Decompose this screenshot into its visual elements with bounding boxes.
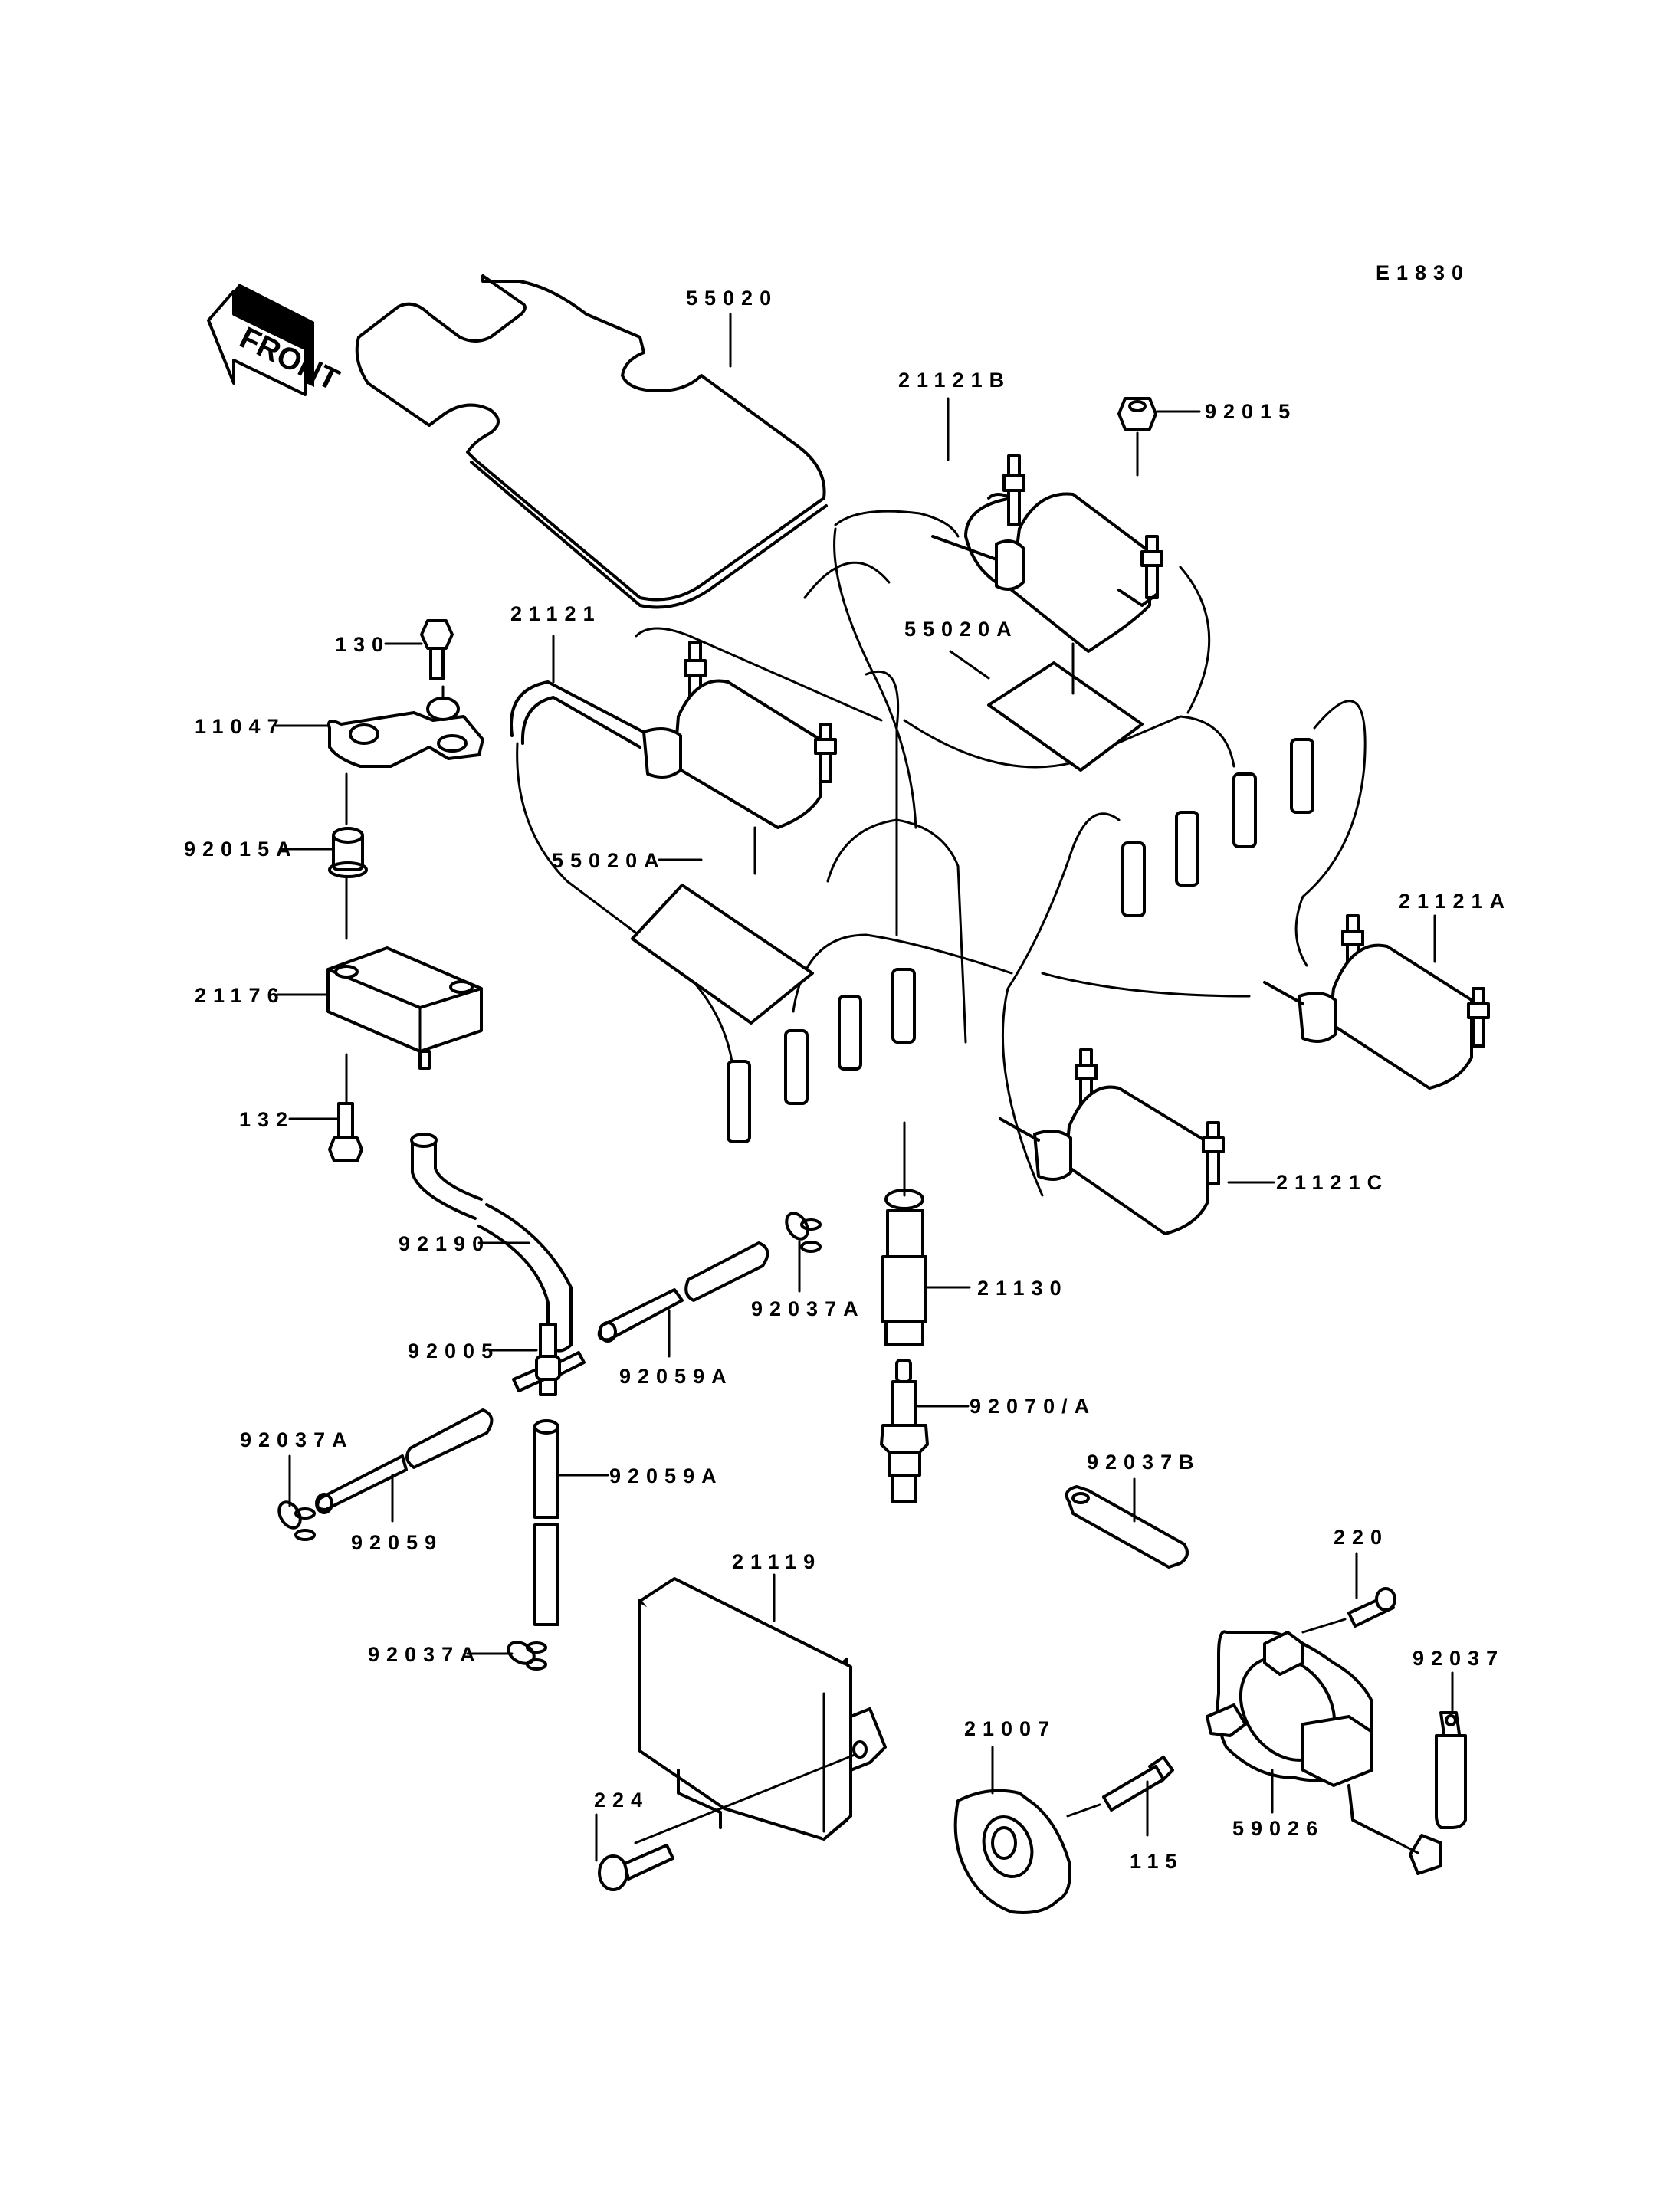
part-21007-plate [953, 1746, 1071, 1914]
part-21121-ignition-coil [510, 635, 837, 829]
part-220-bolt [1301, 1552, 1396, 1634]
callout-55020: 55020 [686, 287, 778, 310]
part-224-screw [595, 1753, 856, 1891]
part-92037A-clamp-2 [277, 1454, 316, 1541]
part-92190-hose [410, 1133, 573, 1353]
part-55020A-pad-2 [949, 642, 1144, 772]
callout-92037A-1: 92037A [751, 1297, 865, 1320]
part-92059A-hose-1 [597, 1241, 769, 1358]
callout-11047: 11047 [195, 715, 286, 738]
part-92059A-hose-2 [533, 1419, 609, 1626]
callout-21121A: 21121A [1399, 890, 1511, 913]
part-55020-pad [355, 274, 828, 609]
part-92037B-strap [1065, 1477, 1189, 1569]
callout-59026: 59026 [1232, 1817, 1324, 1840]
part-92015-nut [1117, 397, 1201, 477]
callout-92005: 92005 [408, 1340, 500, 1362]
callout-92037: 92037 [1413, 1647, 1504, 1670]
callout-92190: 92190 [399, 1232, 491, 1255]
part-92070A-spark-plug [880, 1359, 970, 1503]
part-92037A-clamp-1 [785, 1212, 822, 1293]
callout-21121C: 21121C [1276, 1171, 1389, 1194]
callout-92059A-2: 92059A [609, 1464, 724, 1487]
callout-130: 130 [335, 633, 390, 656]
callout-21130: 21130 [977, 1277, 1068, 1300]
part-21130-plug-cap [881, 1121, 971, 1346]
callout-21121B: 21121B [898, 369, 1011, 392]
part-21176-module [276, 946, 483, 1105]
callout-92037A-3: 92037A [368, 1643, 482, 1666]
part-92037-strap [1435, 1671, 1467, 1829]
callout-132: 132 [239, 1108, 294, 1131]
callout-92059: 92059 [351, 1531, 443, 1554]
callout-21121: 21121 [510, 602, 602, 625]
callout-92015A: 92015A [184, 838, 298, 861]
part-132-bolt [288, 1102, 363, 1162]
part-59026-pickup-coil [1206, 1630, 1442, 1875]
callout-92015: 92015 [1205, 400, 1297, 423]
plug-leads [516, 510, 1367, 1197]
part-92005-cross-fitting [491, 1323, 586, 1396]
callout-21119: 21119 [732, 1550, 822, 1573]
callout-92059A-1: 92059A [619, 1365, 733, 1388]
callout-224: 224 [594, 1789, 649, 1812]
part-55020A-pad-1 [631, 826, 814, 1025]
callout-92070A: 92070/A [970, 1395, 1096, 1418]
callout-21007: 21007 [964, 1717, 1056, 1740]
part-21121B-ignition-coil [931, 397, 1163, 653]
callout-220: 220 [1334, 1526, 1389, 1549]
callout-115: 115 [1130, 1850, 1184, 1873]
callout-55020A-1: 55020A [552, 849, 666, 872]
part-92015A-collar [280, 827, 368, 940]
part-115-bolt [1066, 1756, 1174, 1837]
callout-92037A-2: 92037A [240, 1428, 354, 1451]
part-92037A-clamp-3 [466, 1641, 547, 1671]
callout-92037B: 92037B [1087, 1451, 1201, 1474]
callout-21176: 21176 [195, 984, 286, 1007]
callout-55020A-2: 55020A [904, 618, 1019, 641]
part-92059-hose [315, 1408, 494, 1523]
part-21119-igniter [638, 1573, 887, 1841]
front-arrow-icon: FRONT [207, 284, 344, 397]
figure-code: E1830 [1376, 261, 1470, 284]
part-11047-bracket [274, 697, 484, 825]
part-21121A-ignition-coil [1263, 914, 1490, 1090]
part-21121C-ignition-coil [999, 1048, 1275, 1235]
